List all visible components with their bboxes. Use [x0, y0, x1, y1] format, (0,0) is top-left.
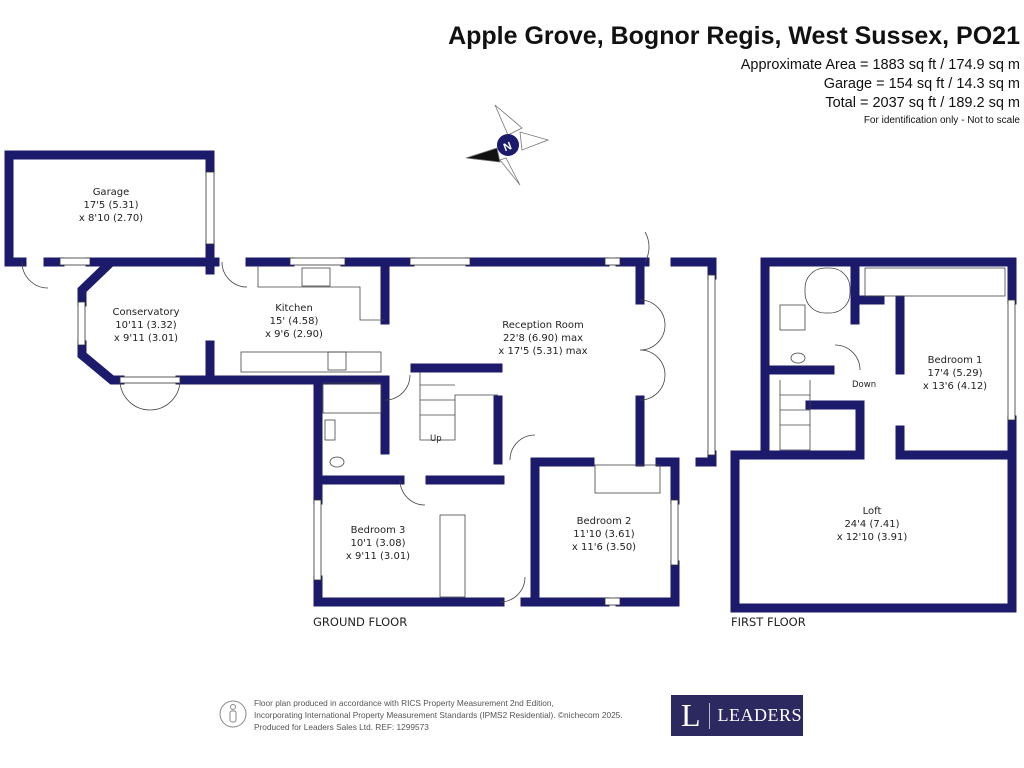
stairs-up-label: Up — [430, 434, 442, 444]
total-area: Total = 2037 sq ft / 189.2 sq m — [825, 95, 1020, 111]
room-name: Loft — [862, 506, 882, 517]
room-loft: Loft 24'4 (7.41) x 12'10 (3.91) — [837, 505, 908, 544]
room-dim: x 12'10 (3.91) — [836, 532, 908, 543]
room-dim: x 13'6 (4.12) — [922, 381, 988, 392]
shower-icon — [322, 382, 382, 414]
shower-tray-icon — [779, 304, 806, 331]
property-title: Apple Grove, Bognor Regis, West Sussex, … — [448, 22, 1020, 50]
room-conservatory: Conservatory 10'11 (3.32) x 9'11 (3.01) — [112, 306, 179, 345]
room-name: Conservatory — [112, 307, 180, 318]
room-garage: Garage 17'5 (5.31) x 8'10 (2.70) — [79, 186, 143, 225]
room-dim: x 9'11 (3.01) — [113, 333, 179, 344]
room-dim: 10'11 (3.32) — [115, 320, 177, 331]
hob-icon — [327, 351, 347, 371]
room-reception: Reception Room 22'8 (6.90) max x 17'5 (5… — [498, 319, 587, 358]
room-dim: x 9'6 (2.90) — [265, 329, 323, 340]
room-name: Reception Room — [502, 320, 584, 331]
room-dim: x 17'5 (5.31) max — [498, 346, 588, 357]
garage-area: Garage = 154 sq ft / 14.3 sq m — [823, 76, 1020, 92]
windows — [59, 171, 1016, 606]
walls — [4, 150, 1017, 613]
room-dim: 17'5 (5.31) — [83, 200, 139, 211]
room-name: Kitchen — [275, 303, 313, 314]
room-bedroom-1: Bedroom 1 17'4 (5.29) x 13'6 (4.12) — [923, 354, 987, 393]
sink-icon — [301, 267, 331, 287]
logo-name: LEADERS — [717, 705, 803, 725]
leaders-logo: L LEADERS — [671, 695, 803, 736]
footer-line: Floor plan produced in accordance with R… — [254, 698, 554, 708]
room-dim: 22'8 (6.90) max — [502, 333, 584, 344]
person-scale-icon — [219, 700, 247, 728]
bath-icon — [804, 267, 851, 314]
room-name: Bedroom 3 — [350, 525, 406, 536]
room-dim: 17'4 (5.29) — [927, 368, 983, 379]
room-kitchen: Kitchen 15' (4.58) x 9'6 (2.90) — [265, 302, 323, 341]
footer-text: Floor plan produced in accordance with R… — [254, 697, 623, 733]
room-dim: 24'4 (7.41) — [844, 519, 900, 530]
compass-north-label: N — [502, 140, 514, 154]
logo-divider — [708, 702, 710, 729]
fittings — [21, 231, 1006, 603]
room-dim: 10'1 (3.08) — [350, 538, 406, 549]
compass-icon — [465, 104, 550, 186]
room-dim: x 11'6 (3.50) — [571, 542, 637, 553]
room-dim: x 8'10 (2.70) — [78, 213, 144, 224]
ground-floor-label: GROUND FLOOR — [313, 615, 408, 629]
logo-letter: L — [681, 697, 701, 733]
room-dim: x 9'11 (3.01) — [345, 551, 411, 562]
approx-area: Approximate Area = 1883 sq ft / 174.9 sq… — [740, 57, 1020, 73]
room-bedroom-2: Bedroom 2 11'10 (3.61) x 11'6 (3.50) — [572, 515, 636, 554]
footer-line: Produced for Leaders Sales Ltd. REF: 129… — [254, 722, 429, 732]
footer-line: Incorporating International Property Mea… — [254, 710, 623, 720]
room-name: Bedroom 2 — [576, 516, 632, 527]
room-bedroom-3: Bedroom 3 10'1 (3.08) x 9'11 (3.01) — [346, 524, 410, 563]
room-dim: 15' (4.58) — [269, 316, 319, 327]
basin-icon — [324, 419, 336, 441]
scale-note: For identification only - Not to scale — [863, 115, 1020, 126]
stairs-down-label: Down — [852, 380, 877, 390]
room-name: Garage — [92, 187, 130, 198]
toilet-icon — [329, 456, 345, 468]
first-floor-label: FIRST FLOOR — [731, 615, 806, 629]
room-dim: 11'10 (3.61) — [573, 529, 635, 540]
room-name: Bedroom 1 — [927, 355, 983, 366]
basin-icon — [790, 352, 806, 364]
